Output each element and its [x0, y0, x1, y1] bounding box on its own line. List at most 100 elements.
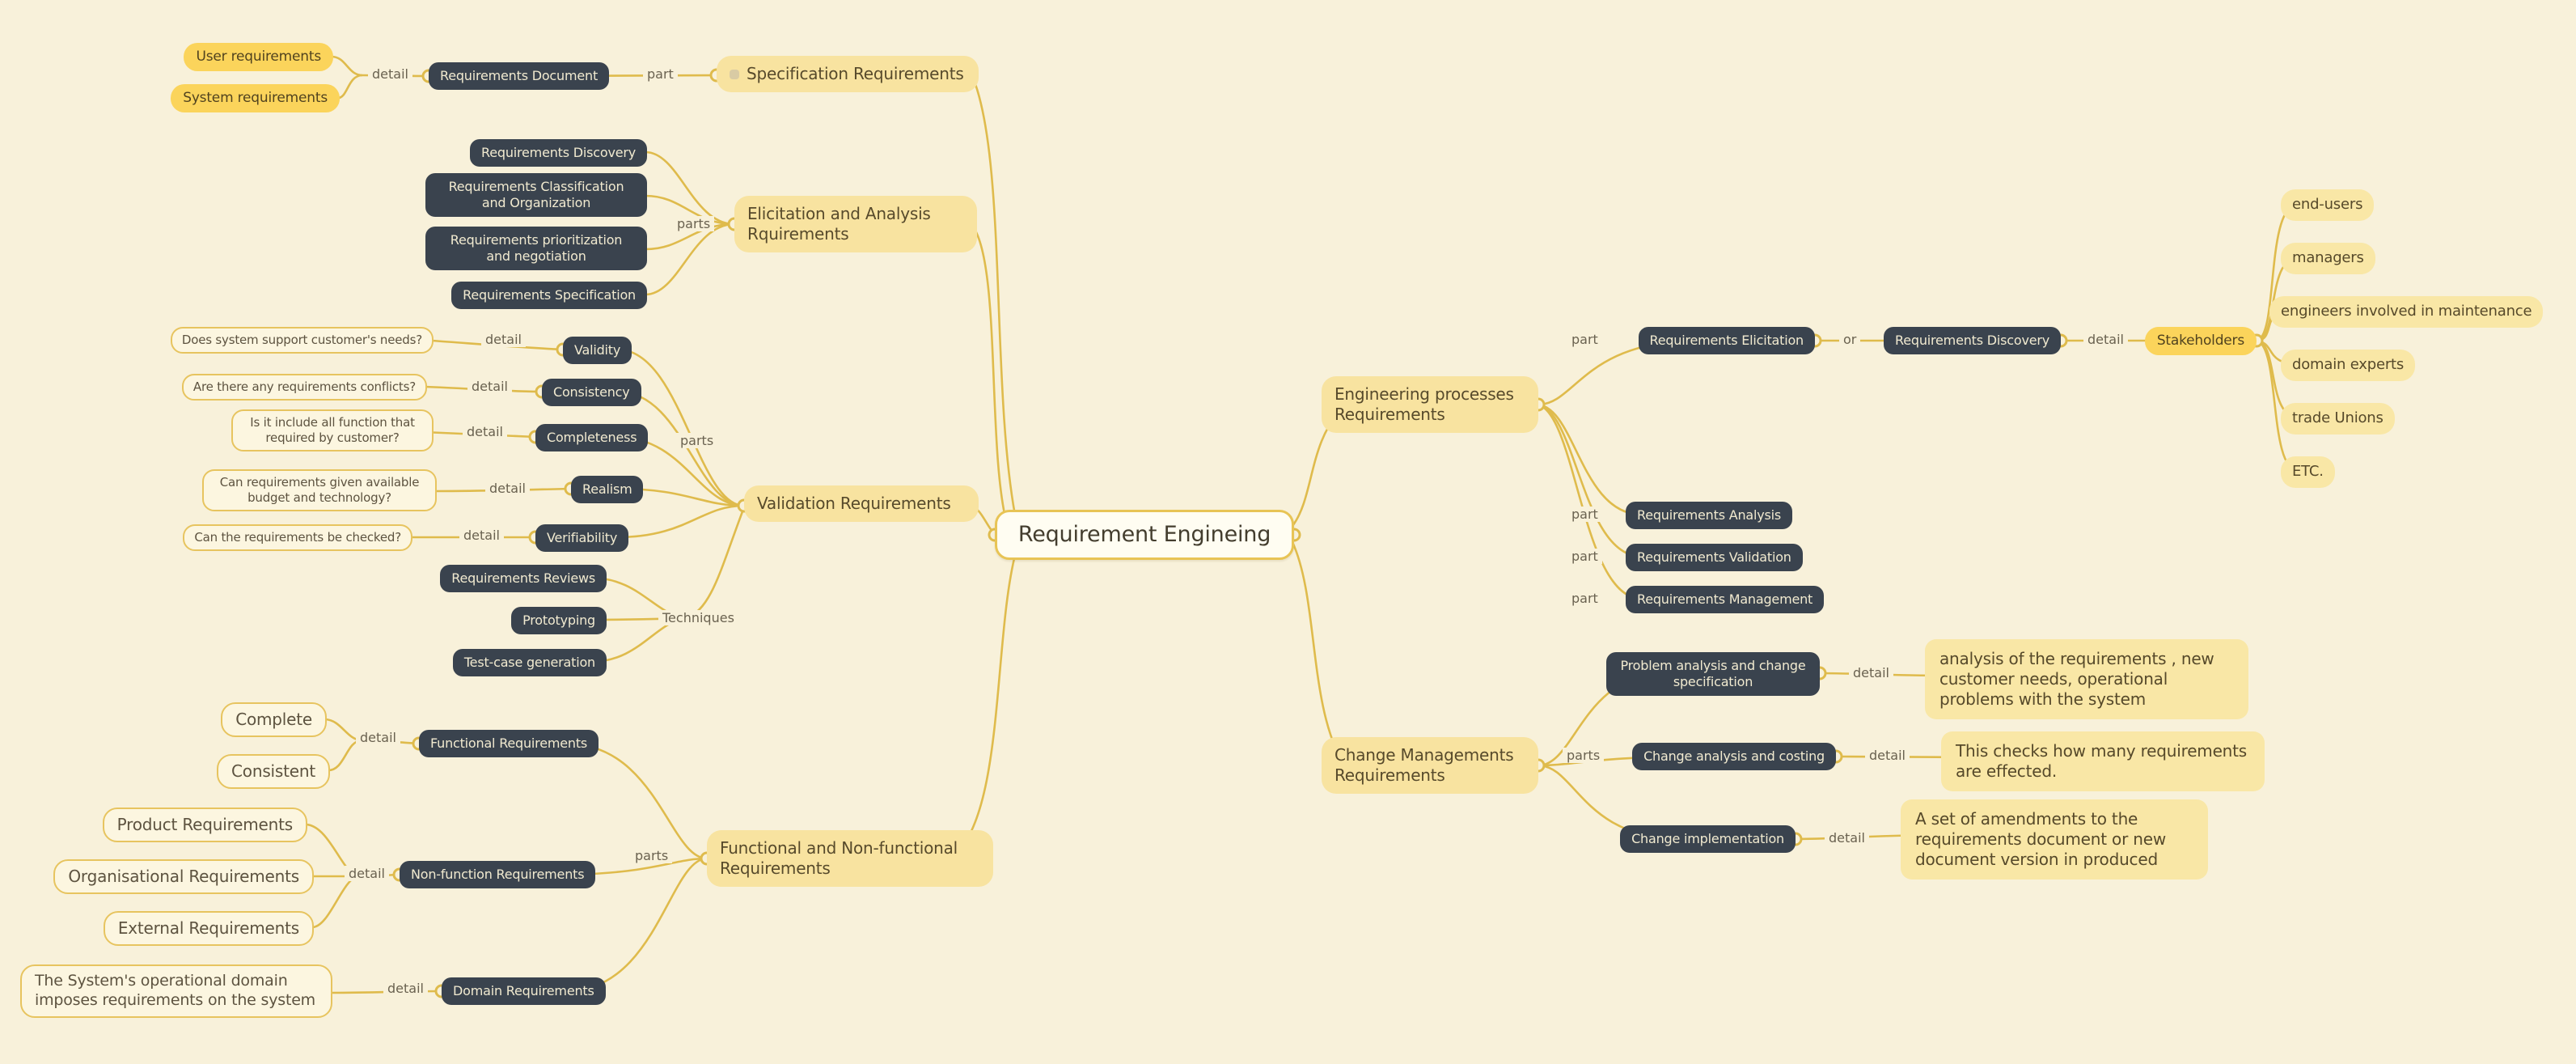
- node-requirements-prioritization[interactable]: Requirements prioritization and negotiat…: [425, 227, 647, 270]
- node-label: Are there any requirements conflicts?: [192, 379, 416, 394]
- node-consistency[interactable]: Consistency: [542, 379, 641, 406]
- edge-label-detail: detail: [356, 730, 400, 745]
- node-requirements-discovery[interactable]: Requirements Discovery: [470, 139, 647, 167]
- node-label: Is it include all function that required…: [250, 415, 415, 445]
- node-label: Completeness: [547, 430, 637, 445]
- node-label: Change analysis and costing: [1643, 748, 1825, 764]
- node-domain-experts[interactable]: domain experts: [2281, 350, 2416, 381]
- node-label: Requirements Discovery: [481, 145, 636, 160]
- branch-specification-requirements[interactable]: Specification Requirements: [717, 56, 979, 92]
- node-functional-requirements[interactable]: Functional Requirements: [419, 730, 599, 757]
- node-label: Test-case generation: [463, 655, 595, 670]
- node-test-case-generation[interactable]: Test-case generation: [452, 649, 607, 676]
- edge-label-part: part: [1567, 591, 1602, 606]
- branch-validation-requirements[interactable]: Validation Requirements: [744, 485, 979, 522]
- node-label: trade Unions: [2292, 409, 2384, 426]
- node-requirements-discovery-alt[interactable]: Requirements Discovery: [1884, 327, 2061, 354]
- branch-engineering-processes[interactable]: Engineering processes Requirements: [1322, 376, 1538, 433]
- edge-label-part: part: [1567, 507, 1602, 522]
- edge-label-parts: parts: [1563, 748, 1605, 763]
- node-label: ETC.: [2292, 463, 2324, 480]
- node-label: analysis of the requirements , new custo…: [1939, 649, 2214, 709]
- node-requirements-validation[interactable]: Requirements Validation: [1626, 544, 1803, 571]
- branch-label: Engineering processes Requirements: [1335, 384, 1514, 424]
- branch-functional-nonfunctional[interactable]: Functional and Non-functional Requiremen…: [707, 830, 993, 887]
- node-label: Change implementation: [1631, 831, 1784, 846]
- detail-consistent[interactable]: Consistent: [217, 754, 330, 789]
- detail-problem-analysis[interactable]: analysis of the requirements , new custo…: [1925, 639, 2248, 719]
- edge-label-detail: detail: [485, 481, 530, 496]
- node-user-requirements[interactable]: User requirements: [184, 43, 333, 72]
- node-stakeholders[interactable]: Stakeholders: [2144, 327, 2257, 356]
- node-realism[interactable]: Realism: [571, 476, 644, 503]
- detail-complete[interactable]: Complete: [221, 702, 327, 737]
- node-change-implementation[interactable]: Change implementation: [1620, 825, 1796, 853]
- node-prototyping[interactable]: Prototyping: [511, 607, 607, 634]
- node-domain-requirements[interactable]: Domain Requirements: [442, 977, 606, 1005]
- edge-label-or: or: [1839, 332, 1861, 347]
- node-problem-analysis[interactable]: Problem analysis and change specificatio…: [1606, 652, 1820, 696]
- detail-product-requirements[interactable]: Product Requirements: [102, 808, 307, 842]
- node-requirements-classification[interactable]: Requirements Classification and Organiza…: [425, 173, 647, 217]
- detail-organisational-requirements[interactable]: Organisational Requirements: [53, 859, 314, 894]
- node-end-users[interactable]: end-users: [2281, 189, 2375, 221]
- node-label: domain experts: [2292, 356, 2405, 373]
- node-trade-unions[interactable]: trade Unions: [2281, 403, 2395, 435]
- node-label: Complete: [235, 710, 312, 729]
- branch-change-management[interactable]: Change Managements Requirements: [1322, 737, 1538, 794]
- detail-realism-question[interactable]: Can requirements given available budget …: [202, 469, 437, 511]
- node-label: Functional Requirements: [430, 735, 588, 751]
- node-requirements-management[interactable]: Requirements Management: [1626, 586, 1825, 613]
- central-topic-label: Requirement Engineing: [1017, 522, 1271, 548]
- edge-label-parts: parts: [673, 216, 715, 231]
- node-label: System requirements: [183, 90, 328, 106]
- branch-label: Specification Requirements: [747, 64, 964, 83]
- node-label: engineers involved in maintenance: [2281, 303, 2532, 320]
- node-label: User requirements: [196, 49, 321, 65]
- node-requirements-analysis[interactable]: Requirements Analysis: [1626, 502, 1793, 529]
- node-label: Product Requirements: [116, 815, 294, 834]
- edge-label-techniques: Techniques: [658, 610, 738, 625]
- node-label: Requirements Validation: [1637, 549, 1791, 565]
- branch-elicitation-analysis[interactable]: Elicitation and Analysis Rquirements: [734, 196, 977, 252]
- node-label: Requirements Analysis: [1637, 507, 1782, 523]
- node-requirements-elicitation[interactable]: Requirements Elicitation: [1638, 327, 1815, 354]
- edge-label-detail: detail: [481, 332, 526, 347]
- edge-label-detail: detail: [2083, 332, 2128, 347]
- node-engineers-maintenance[interactable]: engineers involved in maintenance: [2269, 296, 2544, 328]
- node-requirements-specification[interactable]: Requirements Specification: [451, 282, 647, 309]
- detail-change-analysis[interactable]: This checks how many requirements are ef…: [1941, 731, 2265, 791]
- detail-verifiability-question[interactable]: Can the requirements be checked?: [183, 524, 412, 551]
- node-label: Organisational Requirements: [68, 867, 299, 886]
- node-completeness[interactable]: Completeness: [535, 424, 649, 451]
- node-label: Can requirements given available budget …: [219, 475, 420, 505]
- node-verifiability[interactable]: Verifiability: [535, 524, 629, 552]
- node-label: Requirements Reviews: [451, 570, 595, 586]
- node-non-function-requirements[interactable]: Non-function Requirements: [400, 861, 596, 888]
- detail-external-requirements[interactable]: External Requirements: [103, 911, 314, 946]
- node-label: Does system support customer's needs?: [181, 333, 422, 347]
- node-label: Problem analysis and change specificatio…: [1620, 658, 1806, 689]
- node-label: Requirements Discovery: [1895, 333, 2049, 348]
- node-managers[interactable]: managers: [2281, 243, 2375, 274]
- edge-label-detail: detail: [1865, 748, 1910, 763]
- node-validity[interactable]: Validity: [563, 337, 632, 364]
- node-label: Requirements Management: [1637, 591, 1813, 607]
- central-topic[interactable]: Requirement Engineing: [995, 510, 1294, 560]
- node-requirements-document[interactable]: Requirements Document: [429, 62, 610, 90]
- detail-domain-requirements[interactable]: The System's operational domain imposes …: [20, 964, 332, 1018]
- node-label: The System's operational domain imposes …: [35, 972, 315, 1009]
- node-change-analysis-costing[interactable]: Change analysis and costing: [1632, 743, 1836, 770]
- node-etc[interactable]: ETC.: [2281, 456, 2335, 488]
- node-label: Domain Requirements: [453, 983, 594, 998]
- detail-change-implementation[interactable]: A set of amendments to the requirements …: [1901, 799, 2208, 880]
- detail-consistency-question[interactable]: Are there any requirements conflicts?: [181, 374, 427, 401]
- node-requirements-reviews[interactable]: Requirements Reviews: [440, 565, 607, 592]
- edge-label-part: part: [1567, 549, 1602, 564]
- detail-validity-question[interactable]: Does system support customer's needs?: [170, 327, 434, 354]
- node-label: Verifiability: [547, 530, 618, 545]
- node-system-requirements[interactable]: System requirements: [171, 84, 340, 113]
- edge-label-detail: detail: [459, 528, 504, 543]
- detail-completeness-question[interactable]: Is it include all function that required…: [231, 409, 434, 451]
